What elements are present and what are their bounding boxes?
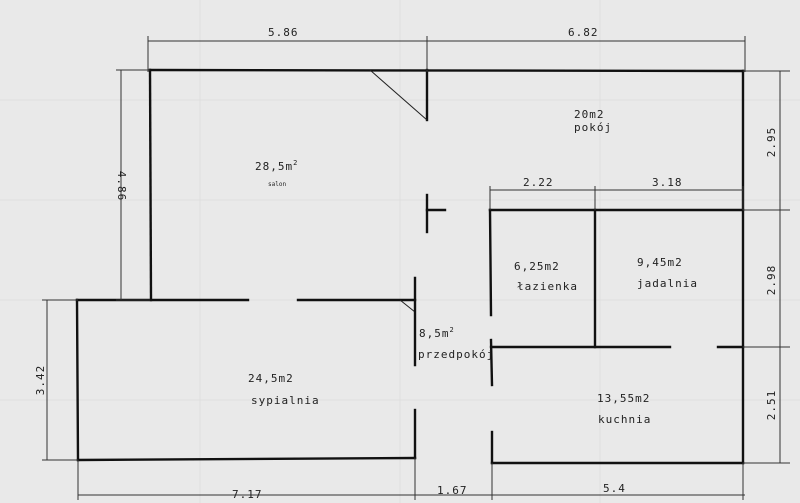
dimension-lines (42, 36, 790, 500)
dim-left-bottom: 3.42 (34, 365, 47, 396)
room-kuchnia-name: kuchnia (598, 413, 651, 426)
dim-inner-right: 3.18 (652, 176, 683, 189)
dim-right-top: 2.95 (765, 127, 778, 158)
room-salon-area: 28,5m2 (255, 159, 298, 173)
dim-inner-left: 2.22 (523, 176, 554, 189)
room-pokoj-name: pokój (574, 121, 612, 134)
dim-right-middle: 2.98 (765, 265, 778, 296)
room-kuchnia-area: 13,55m2 (597, 392, 650, 405)
room-jadalnia-name: jadalnia (637, 277, 698, 290)
room-lazienka-area: 6,25m2 (514, 260, 560, 273)
room-lazienka-name: łazienka (517, 280, 578, 293)
room-pokoj-area: 20m2 (574, 108, 605, 121)
room-przedpokoj-area: 8,5m2 (419, 326, 455, 340)
dim-bottom-left: 7.17 (232, 488, 263, 501)
walls (75, 68, 745, 465)
dim-left-top: 4.86 (115, 171, 128, 202)
dim-bottom-middle: 1.67 (437, 484, 468, 497)
room-salon-name: salon (268, 181, 286, 188)
room-przedpokoj-name: przedpokój (418, 348, 494, 361)
room-sypialnia-area: 24,5m2 (248, 372, 294, 385)
dim-right-bottom: 2.51 (765, 390, 778, 421)
dim-top-right: 6.82 (568, 26, 599, 39)
dim-bottom-right: 5.4 (603, 482, 626, 495)
room-jadalnia-area: 9,45m2 (637, 256, 683, 269)
dim-top-left: 5.86 (268, 26, 299, 39)
room-sypialnia-name: sypialnia (251, 394, 320, 407)
